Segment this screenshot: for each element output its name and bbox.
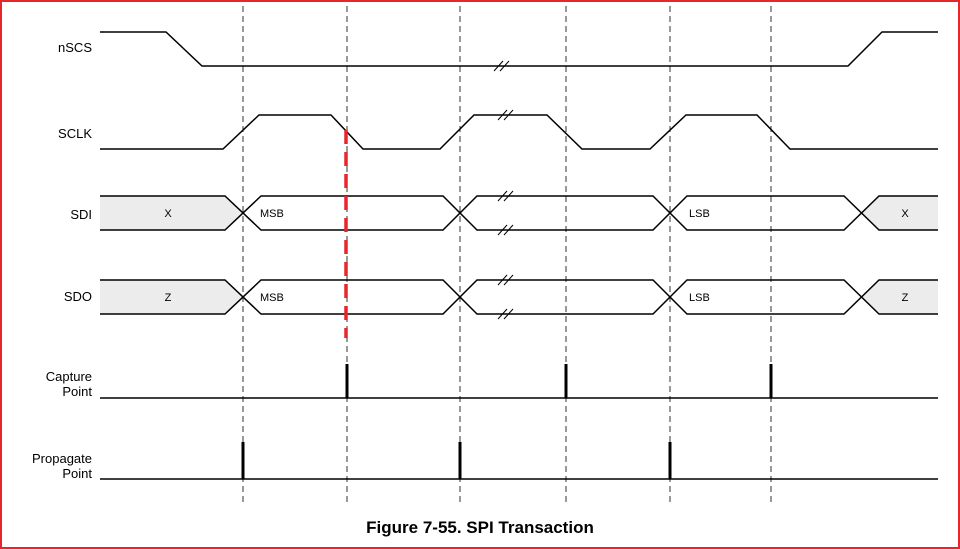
sdo-lsb-label: LSB xyxy=(689,292,710,304)
sdi-msb-label: MSB xyxy=(260,208,284,220)
sdi-idle-end-label: X xyxy=(901,208,909,220)
sdo-idle-end-label: Z xyxy=(902,292,909,304)
sdi-idle-start-label: X xyxy=(164,208,172,220)
nscs-waveform xyxy=(100,31,938,67)
sdo-idle-start-label: Z xyxy=(165,292,172,304)
signal-label-sdo: SDO xyxy=(64,289,92,304)
signal-label-sclk: SCLK xyxy=(58,126,92,141)
signal-label-propagate-2: Point xyxy=(62,466,92,481)
capture-pulses xyxy=(345,364,773,398)
signal-label-capture-2: Point xyxy=(62,384,92,399)
sdo-idle-end-fill xyxy=(861,280,938,314)
figure-caption: Figure 7-55. SPI Transaction xyxy=(366,518,594,537)
sdi-idle-end-fill xyxy=(861,196,938,230)
propagate-pulses xyxy=(241,442,672,479)
nscs-break-mark xyxy=(493,60,510,72)
timing-gridlines xyxy=(242,6,772,505)
sdi-lsb-label: LSB xyxy=(689,208,710,220)
sdo-msb-label: MSB xyxy=(260,292,284,304)
sdi-idle-start-fill xyxy=(100,196,243,230)
sclk-break-mark xyxy=(497,109,514,121)
signal-label-capture-1: Capture xyxy=(46,369,92,384)
signal-label-propagate-1: Propagate xyxy=(32,451,92,466)
signal-label-sdi: SDI xyxy=(70,207,92,222)
sdo-bus xyxy=(100,274,938,320)
sclk-waveform xyxy=(100,114,938,150)
signal-label-nscs: nSCS xyxy=(58,40,92,55)
sdi-bus xyxy=(100,190,938,236)
sdo-idle-start-fill xyxy=(100,280,243,314)
